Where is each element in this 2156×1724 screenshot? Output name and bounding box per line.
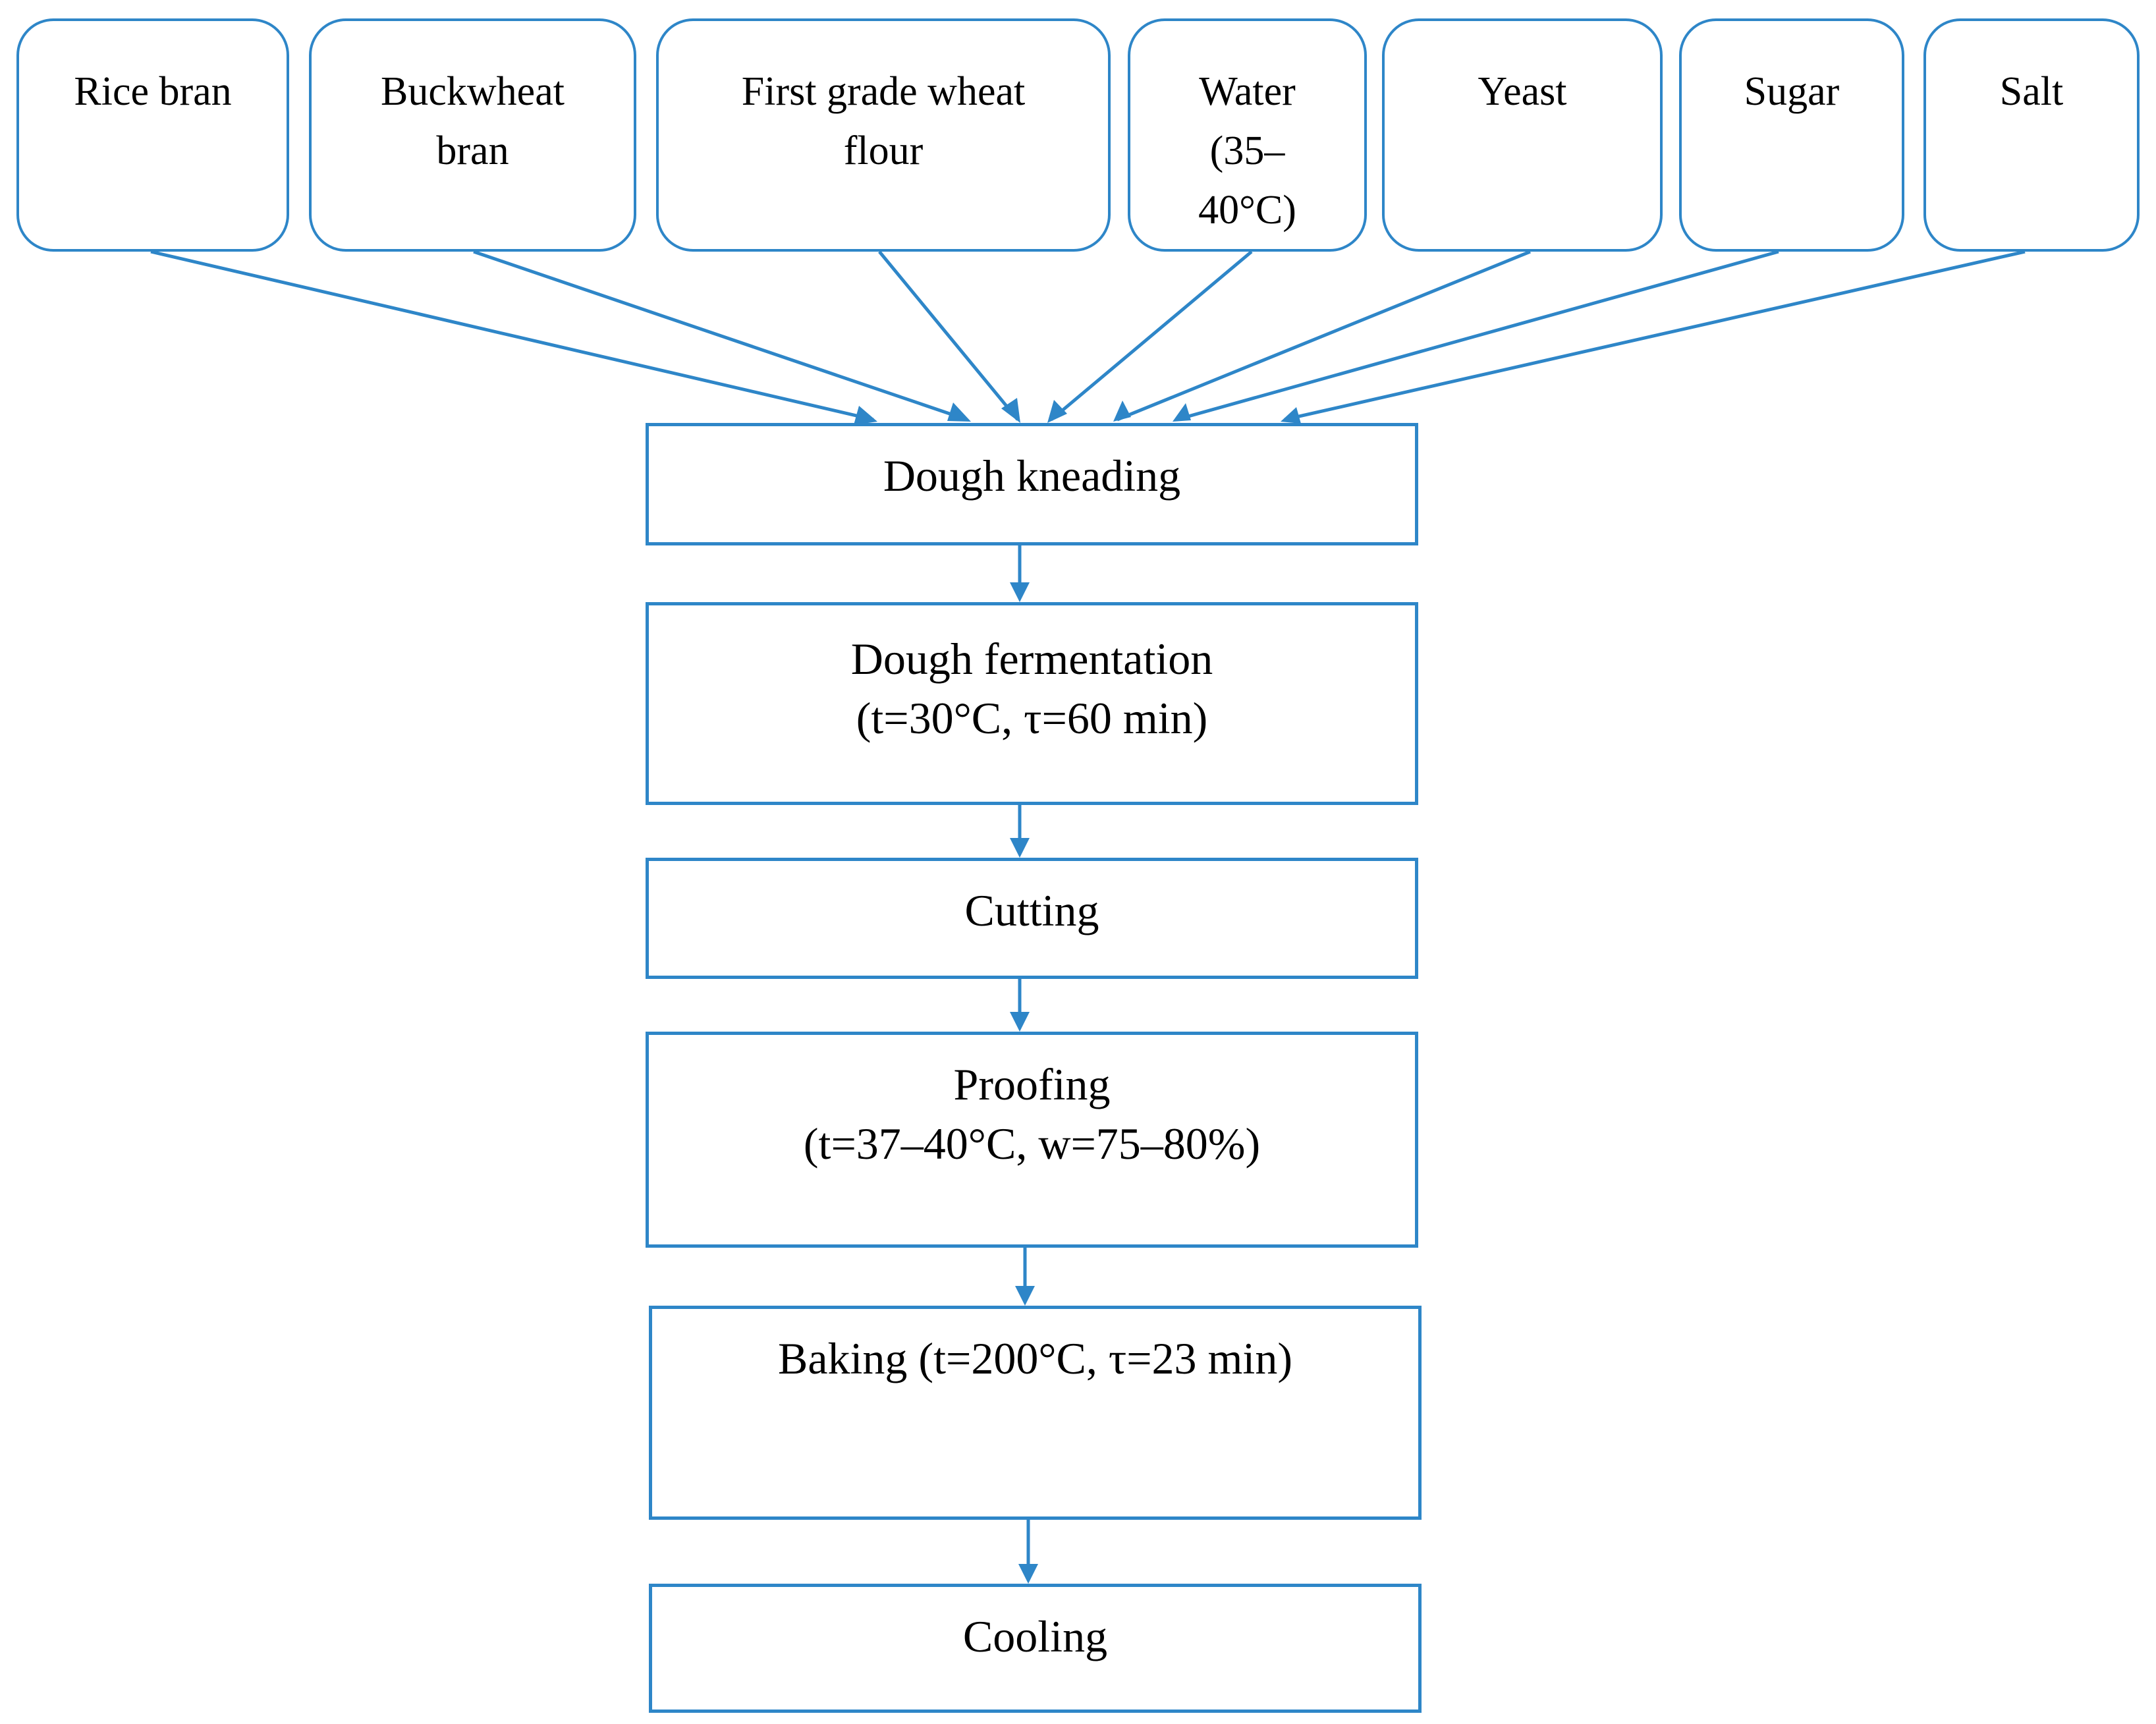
arrowhead-buckwheat-bran bbox=[947, 403, 971, 422]
arrowhead-to-cutting bbox=[1010, 838, 1030, 858]
step-title: Proofing bbox=[953, 1059, 1111, 1109]
arrowhead-to-cooling bbox=[1018, 1564, 1038, 1584]
ingredient-rice-bran: Rice bran bbox=[16, 18, 289, 252]
step-cutting: Cutting bbox=[646, 858, 1418, 979]
arrowhead-water bbox=[1047, 400, 1067, 423]
step-dough-fermentation: Dough fermentation (t=30°C, τ=60 min) bbox=[646, 602, 1418, 805]
arrowhead-wheat-flour bbox=[1001, 398, 1020, 423]
step-dough-kneading: Dough kneading bbox=[646, 423, 1418, 545]
step-baking: Baking (t=200°C, τ=23 min) bbox=[649, 1306, 1422, 1520]
step-title: Cutting bbox=[964, 885, 1099, 935]
step-params: (t=37–40°C, w=75–80%) bbox=[803, 1119, 1261, 1169]
step-title: Cooling bbox=[962, 1611, 1108, 1661]
ingredient-sugar: Sugar bbox=[1679, 18, 1904, 252]
ingredient-first-grade-wheat-flour: First grade wheat flour bbox=[656, 18, 1111, 252]
arrow-buckwheat-bran bbox=[473, 250, 968, 422]
ingredient-salt: Salt bbox=[1923, 18, 2140, 252]
step-title: Baking (t=200°C, τ=23 min) bbox=[778, 1333, 1292, 1383]
arrow-sugar bbox=[1176, 250, 1779, 422]
arrowhead-to-proofing bbox=[1010, 1012, 1030, 1032]
step-proofing: Proofing (t=37–40°C, w=75–80%) bbox=[646, 1032, 1418, 1248]
step-params: (t=30°C, τ=60 min) bbox=[856, 693, 1208, 743]
arrowhead-sugar bbox=[1173, 403, 1191, 422]
step-title: Dough fermentation bbox=[850, 634, 1213, 684]
arrowhead-to-fermentation bbox=[1010, 582, 1030, 602]
arrow-salt bbox=[1284, 250, 2026, 422]
arrowhead-yeast bbox=[1113, 401, 1131, 422]
ingredient-arrows bbox=[150, 250, 2026, 422]
arrowheads bbox=[854, 398, 1301, 1584]
step-cooling: Cooling bbox=[649, 1584, 1422, 1713]
ingredient-water: Water (35– 40°C) bbox=[1128, 18, 1367, 252]
arrow-yeast bbox=[1117, 250, 1531, 422]
arrow-wheat-flour bbox=[878, 250, 1019, 421]
arrow-water bbox=[1050, 250, 1253, 421]
arrowhead-rice-bran bbox=[854, 406, 877, 425]
step-title: Dough kneading bbox=[883, 451, 1181, 501]
arrowhead-to-baking bbox=[1015, 1286, 1035, 1306]
arrowhead-salt bbox=[1281, 407, 1301, 424]
arrow-rice-bran bbox=[150, 250, 874, 422]
ingredient-buckwheat-bran: Buckwheat bran bbox=[309, 18, 636, 252]
ingredient-yeast: Yeast bbox=[1382, 18, 1663, 252]
